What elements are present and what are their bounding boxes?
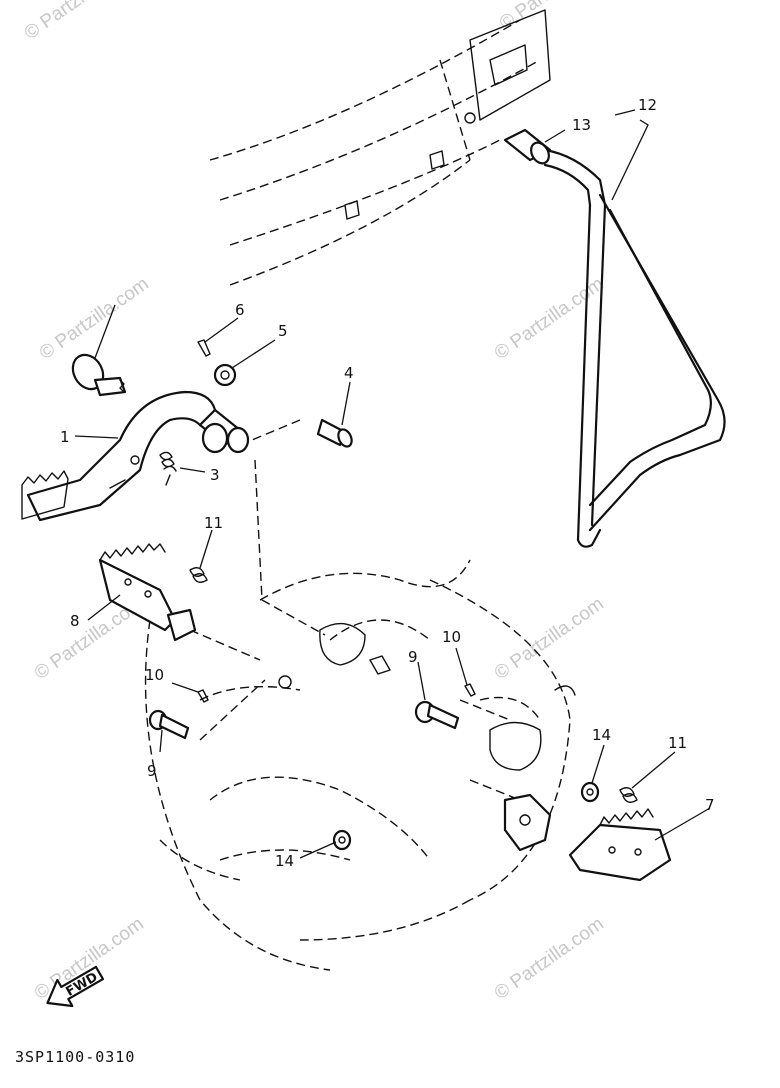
callout-4: 4 <box>344 364 354 382</box>
callout-6: 6 <box>235 301 245 319</box>
callout-12: 12 <box>638 96 657 114</box>
watermark-text: © Partzilla.com <box>36 273 153 364</box>
callout-9: 9 <box>147 762 157 780</box>
callout-10: 10 <box>145 666 164 684</box>
footrest-right <box>568 808 672 882</box>
footrest-bracket <box>503 793 552 852</box>
callout-7: 7 <box>705 796 715 814</box>
callout-10: 10 <box>442 628 461 646</box>
cotter-pin <box>197 339 211 357</box>
clevis-pin <box>316 418 353 448</box>
brake-pedal <box>21 390 250 522</box>
footrest-left <box>98 543 197 642</box>
callout-14: 14 <box>592 726 611 744</box>
washer <box>580 781 600 803</box>
watermark-text: © Partzilla.com <box>491 913 608 1004</box>
callout-9: 9 <box>408 648 418 666</box>
callout-1: 1 <box>60 428 70 446</box>
diagram-code: 3SP1100-0310 <box>15 1048 135 1066</box>
callout-labels: 1 3 4 5 6 7 8 9 9 10 10 11 11 12 13 14 1… <box>60 96 715 870</box>
callout-8: 8 <box>70 612 80 630</box>
pivot-bolt <box>71 353 127 397</box>
cotter-pin <box>197 689 209 703</box>
callout-leaders <box>74 109 711 859</box>
footrest-spring <box>619 787 638 803</box>
return-spring <box>159 451 177 486</box>
watermark-text: © Partzilla.com <box>491 273 608 364</box>
stand-assembly <box>503 128 726 548</box>
callout-11: 11 <box>668 734 687 752</box>
watermark-text: © Partzilla.com <box>491 593 608 684</box>
footrest-spring <box>189 567 208 583</box>
callout-13: 13 <box>572 116 591 134</box>
callout-14: 14 <box>275 852 294 870</box>
footrest-pin <box>148 709 190 740</box>
watermark-text: © Partzilla.com <box>496 0 613 34</box>
cotter-pin <box>464 683 476 697</box>
callout-3: 3 <box>210 466 220 484</box>
callout-11: 11 <box>204 514 223 532</box>
footrest-pin <box>414 700 460 730</box>
frame-outline <box>144 9 576 971</box>
collar <box>213 363 237 387</box>
washer <box>332 829 352 851</box>
watermark-text: © Partzilla.com <box>21 0 138 44</box>
watermark-text: © Partzilla.com <box>31 913 148 1004</box>
assembly-lines <box>189 419 521 801</box>
callout-5: 5 <box>278 322 288 340</box>
